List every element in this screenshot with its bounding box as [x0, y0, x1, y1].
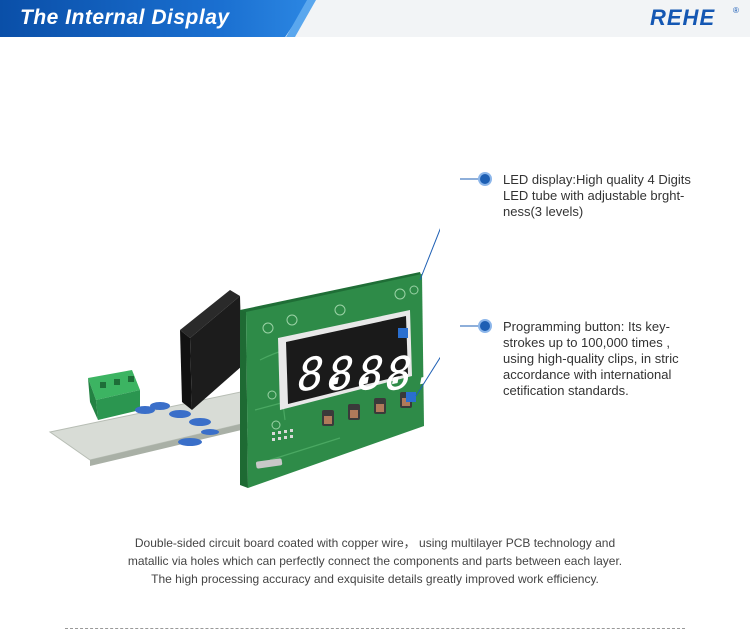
- brand-logo: REHE: [650, 5, 716, 30]
- terminal-block: [88, 370, 140, 420]
- pcb-illustration: 8. 8. 8. 8.: [48, 228, 440, 488]
- page-title: The Internal Display: [20, 6, 230, 29]
- callout-led-display: LED display:High quality 4 Digits LED tu…: [503, 172, 691, 219]
- button-marker: [406, 392, 416, 402]
- description-line: Double-sided circuit board coated with c…: [134, 536, 616, 550]
- led-digit: 8.: [328, 341, 381, 403]
- registered-mark: ®: [733, 6, 739, 15]
- callout-dot-led: [480, 174, 490, 184]
- callout-dot-button: [480, 321, 490, 331]
- relay: [180, 290, 242, 410]
- led-digit: 8.: [298, 341, 351, 403]
- description-paragraph: Double-sided circuit board coated with c…: [90, 534, 660, 588]
- led-marker: [398, 328, 408, 338]
- dashed-divider: [65, 628, 685, 629]
- title-band: [0, 0, 310, 37]
- led-display: 8. 8. 8. 8.: [278, 310, 439, 410]
- description-line: The high processing accuracy and exquisi…: [151, 572, 599, 586]
- description-line: matallic via holes which can perfectly c…: [127, 554, 623, 568]
- callout-programming-button: Programming button: Its key- strokes up …: [503, 319, 679, 398]
- blue-resistors: [135, 402, 219, 446]
